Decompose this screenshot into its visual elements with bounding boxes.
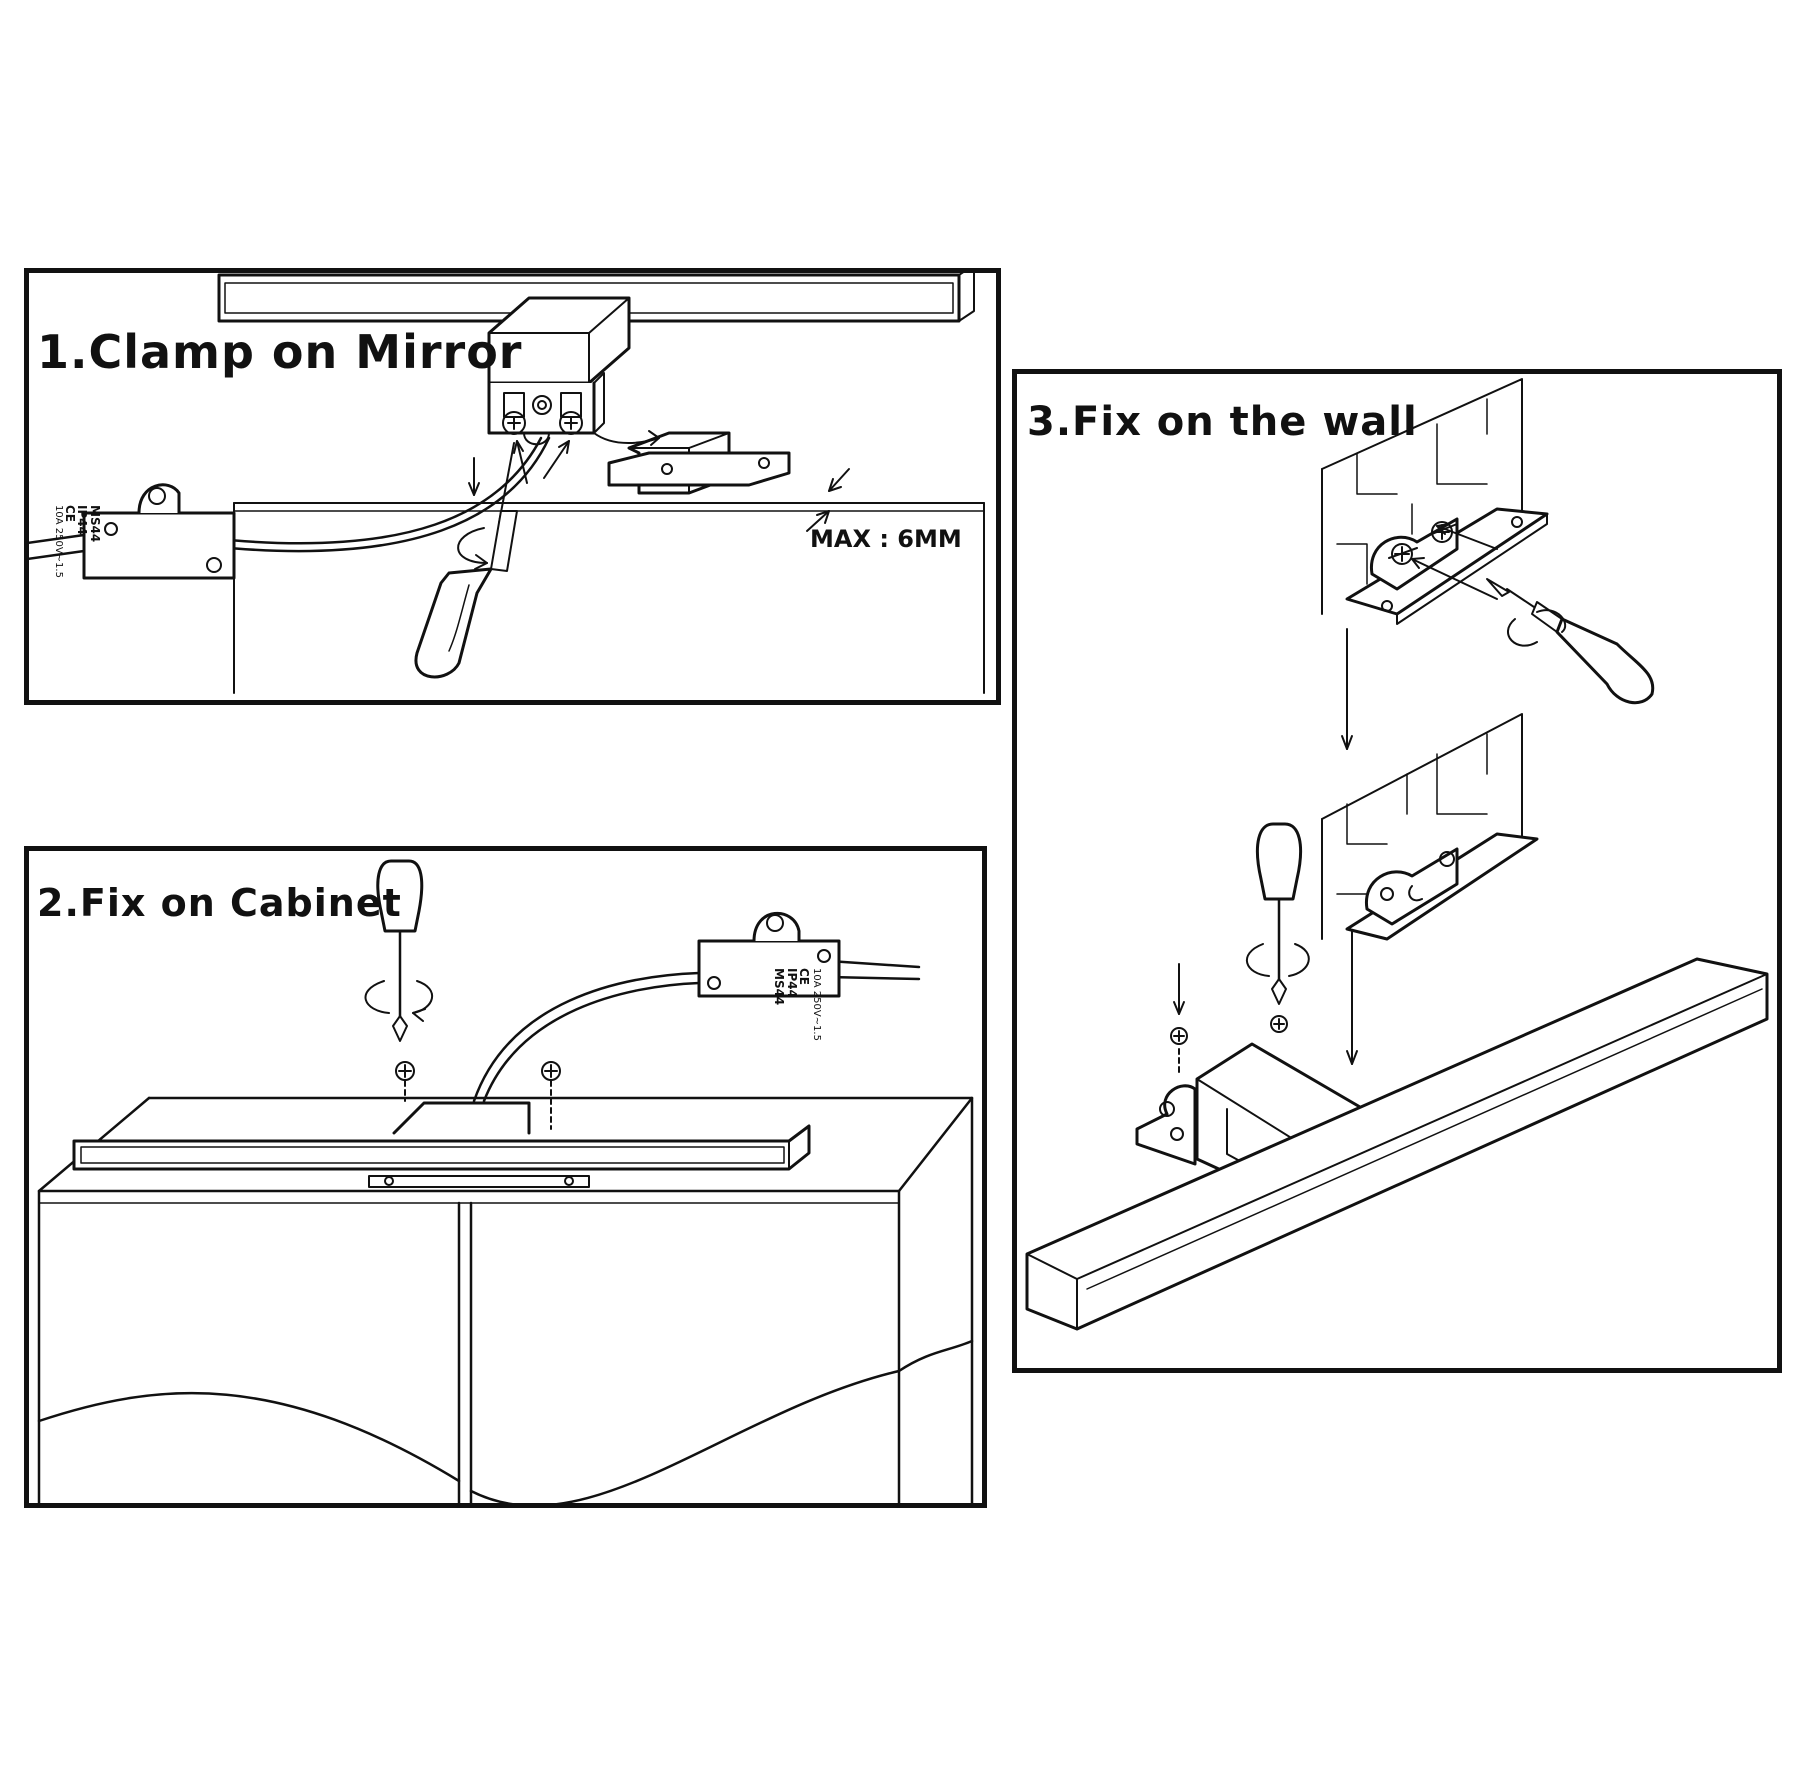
switch-box-1 (82, 483, 236, 580)
bracket-arrows-1 (1411, 523, 1498, 600)
step-1-panel: 1.Clamp on Mirror MAX : 6MM MS44 IP44 CE… (24, 268, 1001, 705)
light-bar-2 (72, 1124, 811, 1171)
mirror-clamp-body (487, 296, 631, 435)
step-3-drawing (1025, 378, 1769, 1331)
down-arrow-1 (468, 457, 480, 496)
power-cable-1 (29, 436, 551, 560)
step-3-panel: 3.Fix on the wall (1012, 369, 1782, 1373)
wall-section-1 (1321, 378, 1523, 615)
wall-bracket-1 (1345, 507, 1549, 625)
screwdriver-3b (1245, 822, 1310, 1005)
wall-section-2 (1321, 713, 1523, 940)
wall-bracket-2 (1345, 832, 1539, 941)
step-1-title: 1.Clamp on Mirror (37, 325, 523, 379)
screws-3 (1170, 963, 1288, 1075)
screwdriver-1 (414, 442, 518, 679)
step-2-title: 2.Fix on Cabinet (37, 881, 402, 925)
thickness-arrows (806, 468, 850, 532)
clamp-plate (593, 430, 791, 495)
screwdriver-3a (1486, 578, 1655, 705)
switch-box-2 (697, 911, 841, 998)
cabinet (37, 1096, 974, 1503)
light-bar-3 (1025, 957, 1769, 1331)
switch-box-labels-1: MS44 IP44 CE 10A 250V~1.5 (53, 505, 102, 578)
screwdriver-2 (364, 859, 434, 1042)
screw-arrows-1 (513, 440, 570, 484)
switch-box-labels-2: 10A 250V~1.5 CE IP44 MS44 (772, 968, 822, 1041)
screws-2 (395, 1061, 561, 1130)
cabinet-clamp (368, 1101, 590, 1188)
down-arrows-3 (1341, 628, 1358, 1065)
step-3-title: 3.Fix on the wall (1027, 399, 1418, 445)
power-cable-2 (472, 959, 921, 1103)
step-2-panel: 2.Fix on Cabinet 10A 250V~1.5 CE IP44 MS… (24, 846, 987, 1508)
step-1-drawing (29, 273, 985, 694)
terminal-block (502, 392, 583, 446)
max-thickness-label: MAX : 6MM (810, 525, 962, 553)
step-2-drawing (37, 859, 974, 1503)
